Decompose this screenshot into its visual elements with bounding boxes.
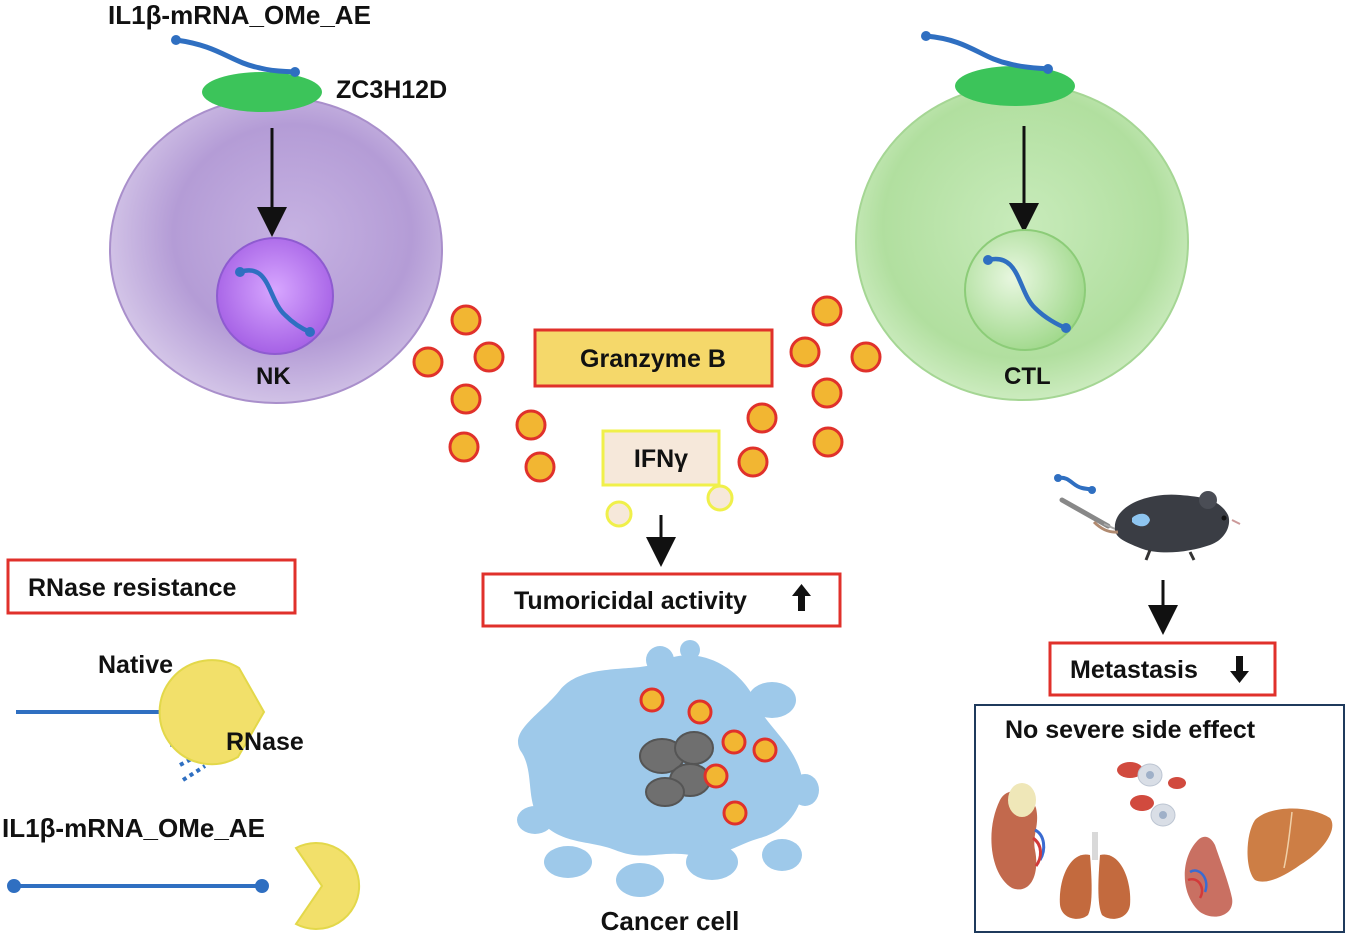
side-effect-label: No severe side effect xyxy=(1005,716,1256,744)
zc3h12d-receptor-left xyxy=(202,72,322,112)
injected-mrna-icon xyxy=(1054,474,1096,494)
lungs-icon xyxy=(1059,832,1131,919)
cancer-cell xyxy=(517,640,819,897)
ctl-label: CTL xyxy=(1004,363,1051,390)
side-effect-panel: No severe side effect xyxy=(974,704,1345,933)
oligo-bottom-label: IL1β-mRNA_OMe_AE xyxy=(2,813,265,843)
cancer-cell-label: Cancer cell xyxy=(601,906,740,936)
tumoricidal-box: Tumoricidal activity xyxy=(481,572,842,628)
spleen-icon xyxy=(1184,836,1233,917)
cancer-nucleus xyxy=(639,731,714,807)
rnase-resistance-box: RNase resistance xyxy=(6,558,297,615)
cancer-granules xyxy=(639,687,778,826)
ifn-box: IFNγ xyxy=(601,429,721,487)
nk-label: NK xyxy=(256,363,291,390)
ctl-cell xyxy=(855,31,1189,401)
granzyme-box: Granzyme B xyxy=(533,328,774,388)
rnase-resistance-label: RNase resistance xyxy=(28,574,237,602)
up-arrow-icon xyxy=(792,584,811,611)
native-label: Native xyxy=(98,651,173,679)
blood-cells-icon xyxy=(1117,762,1186,827)
mouse-icon xyxy=(1059,491,1241,561)
metastasis-label: Metastasis xyxy=(1070,656,1198,684)
rnase-pacman-modified xyxy=(294,842,361,930)
zc3h12d-receptor-right xyxy=(955,66,1075,106)
kidney-icon xyxy=(991,783,1046,890)
mrna-strand-top-left xyxy=(173,37,298,75)
rnase-label: RNase xyxy=(226,728,304,756)
nk-nuclear-mrna xyxy=(237,268,313,335)
liver-icon xyxy=(1247,808,1333,882)
oligo-top-label: IL1β-mRNA_OMe_AE xyxy=(108,0,371,30)
rnase-pacman-native xyxy=(158,659,266,766)
receptor-label: ZC3H12D xyxy=(336,76,447,104)
granzyme-granules xyxy=(412,295,882,483)
ctl-nuclear-mrna xyxy=(985,256,1069,331)
granzyme-label: Granzyme B xyxy=(580,345,726,373)
tumoricidal-label: Tumoricidal activity xyxy=(514,587,747,615)
mrna-strand-top-right xyxy=(923,33,1051,72)
ifn-gamma-granules xyxy=(605,484,734,528)
down-arrow-icon xyxy=(1230,656,1249,683)
nk-cell xyxy=(109,35,443,404)
ifn-label: IFNγ xyxy=(634,445,688,473)
syringe-icon xyxy=(1059,497,1111,529)
metastasis-box: Metastasis xyxy=(1048,641,1277,697)
